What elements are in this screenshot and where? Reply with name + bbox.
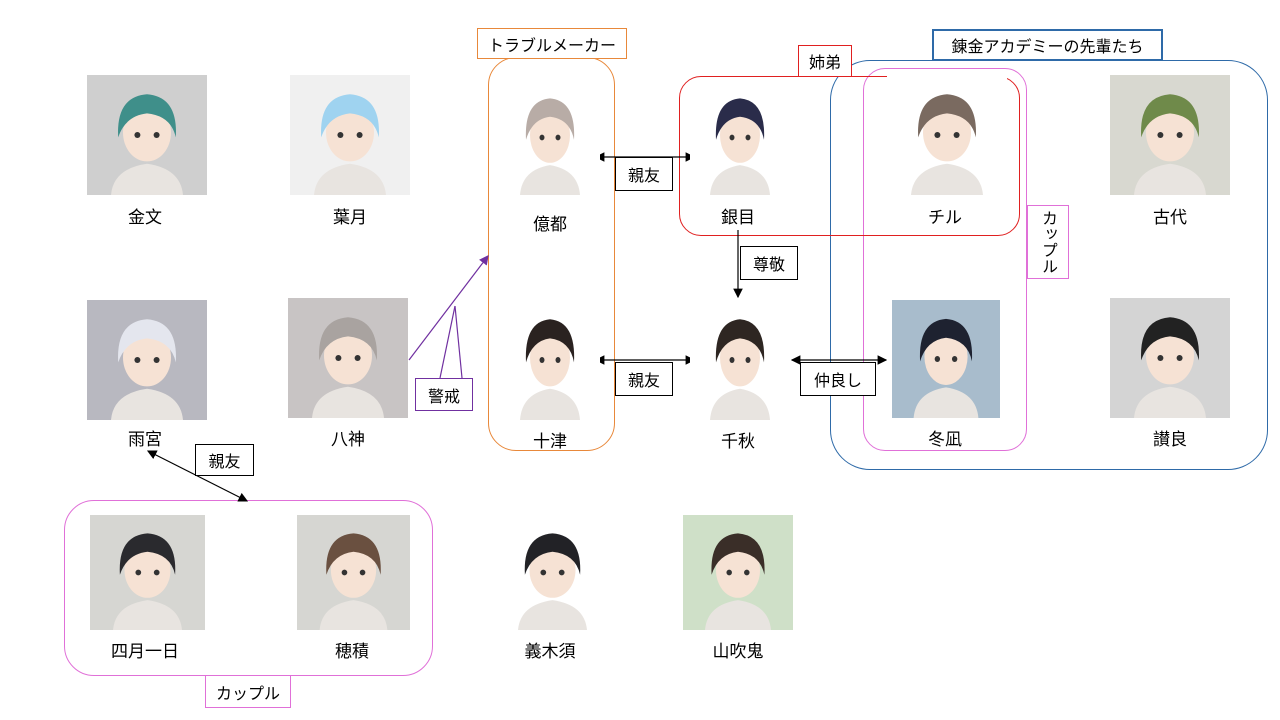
character-portrait [500, 80, 600, 195]
character-name: 金文 [128, 208, 162, 228]
couple-label-bottom: カップル [205, 675, 291, 708]
character-portrait [500, 300, 600, 420]
avatar-icon [1110, 75, 1230, 195]
character-portrait [495, 515, 610, 630]
arrow-yagami-trouble [408, 255, 489, 361]
character-name: 穂積 [335, 642, 369, 662]
character-portrait [87, 75, 207, 195]
character-name: 葉月 [333, 208, 367, 228]
character-name: 義木須 [524, 642, 576, 662]
character-name: 冬凪 [928, 430, 962, 450]
character-portrait [690, 80, 790, 195]
character-name: 十津 [533, 432, 567, 452]
character-portrait [887, 75, 1007, 195]
avatar-icon [87, 75, 207, 195]
character-portrait [288, 298, 408, 418]
academy-label: 錬金アカデミーの先輩たち [932, 29, 1163, 61]
character-portrait [683, 515, 793, 630]
avatar-icon [495, 515, 610, 630]
character-name: 山吹鬼 [712, 642, 764, 662]
relation-label-yagami-trouble: 警戒 [415, 378, 473, 411]
character-name: 銀目 [721, 208, 755, 228]
avatar-icon [500, 80, 600, 195]
character-name: 古代 [1153, 208, 1187, 228]
siblings-label: 姉弟 [798, 45, 852, 77]
avatar-icon [87, 300, 207, 420]
avatar-icon [288, 298, 408, 418]
character-portrait [290, 75, 410, 195]
avatar-icon [683, 515, 793, 630]
character-portrait [690, 300, 790, 420]
couple-label-top: カップル [1027, 205, 1069, 279]
avatar-icon [690, 80, 790, 195]
couple-group-top [863, 68, 1027, 451]
character-portrait [1110, 298, 1230, 418]
troublemaker-label: トラブルメーカー [477, 28, 627, 59]
avatar-icon [1110, 298, 1230, 418]
character-name: 四月一日 [111, 642, 179, 662]
avatar-icon [887, 75, 1007, 195]
character-name: チル [928, 208, 962, 228]
character-portrait [297, 515, 410, 630]
character-name: 雨宮 [128, 430, 162, 450]
character-portrait [892, 300, 1000, 418]
avatar-icon [892, 300, 1000, 418]
character-name: 千秋 [721, 432, 755, 452]
character-portrait [90, 515, 205, 630]
relation-label-amamiya-couple: 親友 [195, 444, 254, 476]
relation-label-ginme-chiaki: 尊敬 [740, 246, 798, 280]
relation-label-chiaki-tonagi: 仲良し [800, 362, 876, 396]
character-name: 億都 [533, 215, 567, 235]
avatar-icon [500, 300, 600, 420]
character-name: 讃良 [1153, 430, 1187, 450]
avatar-icon [690, 300, 790, 420]
character-portrait [1110, 75, 1230, 195]
avatar-icon [297, 515, 410, 630]
relation-label-totsu-chiaki: 親友 [615, 362, 673, 396]
character-portrait [87, 300, 207, 420]
character-name: 八神 [331, 430, 365, 450]
avatar-icon [290, 75, 410, 195]
avatar-icon [90, 515, 205, 630]
relation-label-okuto-ginme: 親友 [615, 157, 673, 191]
